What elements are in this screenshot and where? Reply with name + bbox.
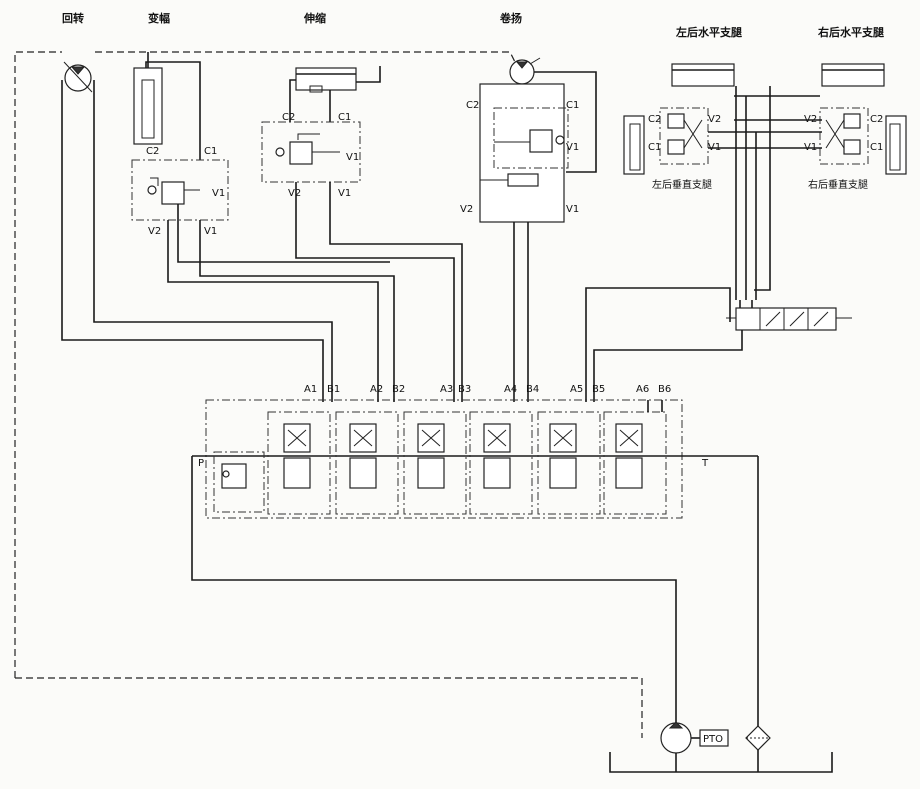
drain-line-left (14, 51, 62, 678)
outrigger-selector-valve (726, 307, 852, 331)
telescope-line-b (329, 182, 463, 402)
winch-v1b-label: V1 (566, 204, 579, 215)
left-rear-vertical-cylinder (623, 115, 645, 175)
drain-line-bottom (15, 677, 643, 738)
title-slew: 回转 (62, 11, 84, 25)
support-upper-line (145, 61, 201, 160)
port-a2-label: A2 (370, 384, 383, 395)
pressure-line (191, 456, 677, 722)
left-out-v2-label: V2 (708, 114, 721, 125)
title-telescope: 伸缩 (303, 11, 326, 25)
port-6-stubs (647, 400, 663, 412)
left-out-c2-label: C2 (648, 114, 661, 125)
right-rear-horizontal-cylinder (821, 63, 885, 87)
winch-v2-label: V2 (460, 204, 473, 215)
telescope-v2-label: V2 (288, 188, 301, 199)
port-b3-label: B3 (458, 384, 471, 395)
support-c2-label: C2 (146, 146, 159, 157)
return-filter (745, 725, 771, 751)
right-out-c1-label: C1 (870, 142, 883, 153)
telescope-line-1 (289, 79, 296, 122)
left-rear-horizontal-cylinder (671, 63, 735, 87)
port-a1-label: A1 (304, 384, 317, 395)
pto-box: PTO (699, 729, 729, 747)
valve-section-1 (267, 411, 331, 515)
valve-section-6 (603, 411, 667, 515)
valve-section-2 (335, 411, 399, 515)
port-a5-label: A5 (570, 384, 583, 395)
title-right-rear-vertical: 右后垂直支腿 (808, 178, 868, 191)
telescope-c1-label: C1 (338, 112, 351, 123)
right-out-c2-label: C2 (870, 114, 883, 125)
winch-c2-label: C2 (466, 100, 479, 111)
telescope-line-3 (356, 66, 381, 83)
pto-label: PTO (703, 734, 723, 745)
support-v2-label: V2 (148, 226, 161, 237)
support-v1-label: V1 (212, 188, 225, 199)
support-line-c (177, 204, 390, 263)
winch-c1-label: C1 (566, 100, 579, 111)
title-winch: 卷扬 (499, 11, 522, 25)
outrigger-to-valve-b (585, 287, 731, 402)
telescope-line-a (295, 182, 455, 402)
port-a6-label: A6 (636, 384, 649, 395)
support-cylinder (133, 52, 163, 145)
port-a3-label: A3 (440, 384, 453, 395)
outrigger-to-valve-a (593, 330, 743, 402)
winch-motor (509, 57, 541, 85)
port-b6-label: B6 (658, 384, 671, 395)
telescope-v1b-label: V1 (338, 188, 351, 199)
title-left-rear-vertical: 左后垂直支腿 (652, 178, 712, 191)
valve-section-5 (537, 411, 601, 515)
port-b4-label: B4 (526, 384, 539, 395)
telescope-balance-valve: C2 C1 V1 V2 V1 (261, 112, 361, 199)
title-right-rear-horizontal: 右后水平支腿 (817, 25, 885, 39)
support-line-b (199, 220, 395, 402)
title-left-rear-horizontal: 左后水平支腿 (675, 25, 743, 39)
valve-section-4 (469, 411, 533, 515)
winch-valve-block: C2 C1 V1 V2 V1 (460, 83, 579, 223)
slew-line-a (61, 80, 324, 402)
outrigger-drop-4 (754, 86, 771, 291)
telescope-c2-label: C2 (282, 112, 295, 123)
winch-v1-label: V1 (566, 142, 579, 153)
telescope-v1-label: V1 (346, 152, 359, 163)
pump (660, 721, 692, 754)
winch-line-right (534, 71, 597, 173)
right-rear-vertical-cylinder (885, 115, 907, 175)
support-v1b-label: V1 (204, 226, 217, 237)
valve-t-label: T (701, 458, 709, 469)
multiway-valve-bank: P T (192, 399, 758, 519)
right-outrigger-lock-valves: V2 V1 C2 C1 (804, 107, 883, 165)
left-out-c1-label: C1 (648, 142, 661, 153)
support-line-a (167, 220, 379, 402)
valve-section-3 (403, 411, 467, 515)
oil-tank (609, 752, 833, 773)
port-b5-label: B5 (592, 384, 605, 395)
port-a4-label: A4 (504, 384, 517, 395)
port-b1-label: B1 (327, 384, 340, 395)
left-outrigger-lock-valves: C2 C1 V2 V1 (648, 107, 721, 165)
valve-p-label: P (198, 458, 204, 469)
slew-line-b (93, 80, 333, 402)
port-b2-label: B2 (392, 384, 405, 395)
support-balance-valve: C2 C1 V1 V2 V1 (131, 146, 229, 237)
title-support: 变幅 (148, 11, 170, 25)
support-c1-label: C1 (204, 146, 217, 157)
slew-motor (63, 61, 93, 93)
telescope-cylinder (295, 67, 357, 93)
